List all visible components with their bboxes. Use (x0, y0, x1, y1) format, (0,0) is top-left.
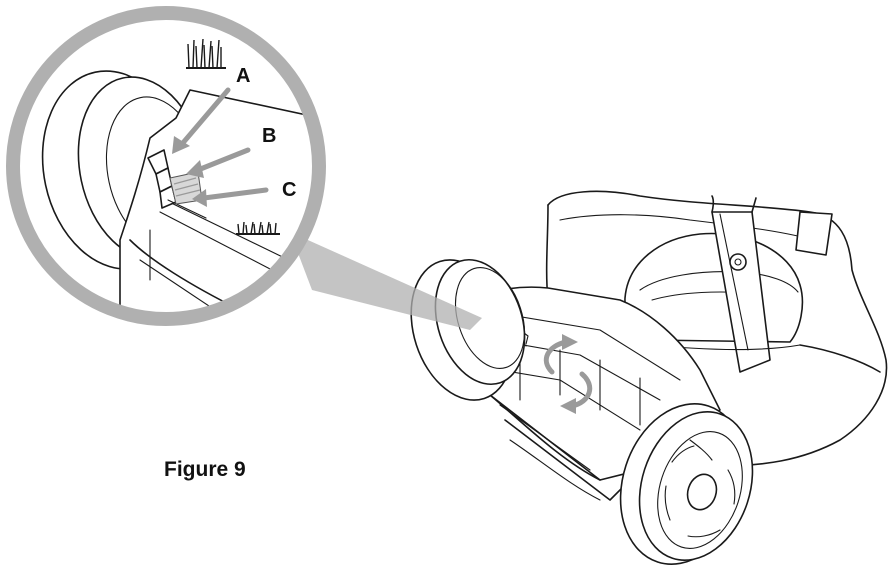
callout-label-c: C (282, 179, 296, 201)
callout-arrow-b (186, 147, 251, 178)
mower-illustration (410, 190, 888, 565)
callout-label-a: A (236, 65, 250, 87)
detail-magnifier (6, 6, 326, 326)
handle (711, 195, 833, 373)
short-grass-icon (236, 221, 280, 235)
rear-left-wheel (410, 258, 526, 401)
figure-caption: Figure 9 (164, 458, 246, 481)
magnifier-connector (290, 232, 482, 330)
tall-grass-icon (186, 38, 226, 69)
callout-arrow-c (192, 187, 269, 207)
callout-label-b: B (262, 125, 276, 147)
height-adjust-notches (147, 149, 207, 219)
callout-arrow-a (172, 87, 231, 154)
front-right-wheel (619, 403, 754, 565)
handle-bolt (729, 253, 747, 271)
rotate-arrows-icon (543, 334, 593, 414)
